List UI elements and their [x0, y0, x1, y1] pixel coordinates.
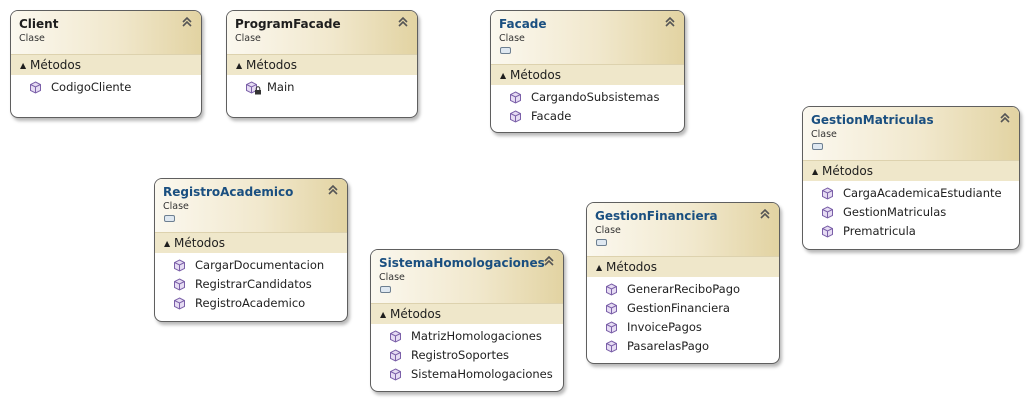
method-cube-icon	[390, 349, 401, 362]
abstract-class-icon	[380, 286, 391, 293]
method-cube-icon	[246, 81, 257, 94]
class-name: ProgramFacade	[235, 17, 341, 31]
class-box-facade[interactable]: Facade Clase ▲Métodos CargandoSubsistema…	[490, 10, 685, 133]
triangle-down-icon: ▲	[812, 167, 819, 176]
class-stereotype: Clase	[499, 33, 525, 44]
method-item[interactable]: InvoicePagos	[587, 318, 779, 337]
method-item[interactable]: CargandoSubsistemas	[491, 88, 684, 107]
method-cube-icon	[174, 278, 185, 291]
class-name: GestionMatriculas	[811, 113, 934, 127]
class-header: GestionMatriculas Clase	[803, 107, 1019, 160]
class-header: Facade Clase	[491, 11, 684, 64]
abstract-class-icon	[164, 215, 175, 222]
method-item[interactable]: CargaAcademicaEstudiante	[803, 184, 1019, 203]
double-chevron-up-icon[interactable]	[327, 184, 339, 196]
method-item[interactable]: Facade	[491, 107, 684, 126]
method-item[interactable]: MatrizHomologaciones	[371, 327, 563, 346]
method-item[interactable]: RegistroSoportes	[371, 346, 563, 365]
triangle-down-icon: ▲	[164, 239, 171, 248]
method-cube-icon	[510, 110, 521, 123]
method-item[interactable]: Prematricula	[803, 222, 1019, 241]
methods-list: Main	[227, 75, 417, 101]
class-box-programfacade[interactable]: ProgramFacade Clase ▲Métodos Main	[226, 10, 418, 118]
method-item[interactable]: RegistrarCandidatos	[155, 275, 347, 294]
class-stereotype: Clase	[811, 129, 837, 140]
double-chevron-up-icon[interactable]	[543, 255, 555, 267]
class-box-gestionfinanciera[interactable]: GestionFinanciera Clase ▲Métodos Generar…	[586, 202, 780, 364]
lock-icon	[255, 86, 261, 95]
method-item[interactable]: RegistroAcademico	[155, 294, 347, 313]
method-item[interactable]: Main	[227, 78, 417, 97]
double-chevron-up-icon[interactable]	[664, 16, 676, 28]
method-item[interactable]: SistemaHomologaciones	[371, 365, 563, 384]
method-cube-icon	[606, 340, 617, 353]
class-box-gestionmatriculas[interactable]: GestionMatriculas Clase ▲Métodos CargaAc…	[802, 106, 1020, 250]
method-cube-icon	[606, 321, 617, 334]
double-chevron-up-icon[interactable]	[759, 208, 771, 220]
class-box-sistemahomologaciones[interactable]: SistemaHomologaciones Clase ▲Métodos Mat…	[370, 249, 564, 392]
triangle-down-icon: ▲	[20, 61, 27, 70]
method-cube-icon	[174, 259, 185, 272]
methods-list: CargaAcademicaEstudiante GestionMatricul…	[803, 181, 1019, 245]
section-methods[interactable]: ▲Métodos	[803, 160, 1019, 181]
section-methods[interactable]: ▲Métodos	[11, 54, 201, 75]
section-methods[interactable]: ▲Métodos	[155, 232, 347, 253]
method-item[interactable]: GenerarReciboPago	[587, 280, 779, 299]
method-cube-icon	[822, 187, 833, 200]
abstract-class-icon	[812, 143, 823, 150]
class-stereotype: Clase	[595, 225, 621, 236]
method-cube-icon	[606, 302, 617, 315]
method-cube-icon	[606, 283, 617, 296]
class-header: SistemaHomologaciones Clase	[371, 250, 563, 303]
triangle-down-icon: ▲	[236, 61, 243, 70]
method-cube-icon	[30, 81, 41, 94]
abstract-class-icon	[500, 47, 511, 54]
methods-list: GenerarReciboPago GestionFinanciera Invo…	[587, 277, 779, 360]
class-header: RegistroAcademico Clase	[155, 179, 347, 232]
section-methods[interactable]: ▲Métodos	[371, 303, 563, 324]
methods-list: CargandoSubsistemas Facade	[491, 85, 684, 130]
class-stereotype: Clase	[19, 33, 45, 44]
class-name: GestionFinanciera	[595, 209, 718, 223]
section-methods[interactable]: ▲Métodos	[491, 64, 684, 85]
class-stereotype: Clase	[379, 272, 405, 283]
method-cube-icon	[174, 297, 185, 310]
triangle-down-icon: ▲	[380, 310, 387, 319]
triangle-down-icon: ▲	[596, 263, 603, 272]
method-item[interactable]: GestionFinanciera	[587, 299, 779, 318]
method-cube-icon	[822, 206, 833, 219]
methods-list: MatrizHomologaciones RegistroSoportes Si…	[371, 324, 563, 388]
class-header: GestionFinanciera Clase	[587, 203, 779, 256]
class-box-client[interactable]: Client Clase ▲Métodos CodigoCliente	[10, 10, 202, 118]
method-item[interactable]: GestionMatriculas	[803, 203, 1019, 222]
method-item[interactable]: CodigoCliente	[11, 78, 201, 97]
methods-list: CodigoCliente	[11, 75, 201, 101]
section-methods[interactable]: ▲Métodos	[227, 54, 417, 75]
double-chevron-up-icon[interactable]	[397, 16, 409, 28]
class-name: RegistroAcademico	[163, 185, 294, 199]
triangle-down-icon: ▲	[500, 71, 507, 80]
double-chevron-up-icon[interactable]	[999, 112, 1011, 124]
class-name: Facade	[499, 17, 547, 31]
class-name: Client	[19, 17, 59, 31]
class-name: SistemaHomologaciones	[379, 256, 545, 270]
class-header: Client Clase	[11, 11, 201, 54]
method-item[interactable]: PasarelasPago	[587, 337, 779, 356]
section-methods[interactable]: ▲Métodos	[587, 256, 779, 277]
class-box-registroacademico[interactable]: RegistroAcademico Clase ▲Métodos CargarD…	[154, 178, 348, 322]
abstract-class-icon	[596, 239, 607, 246]
methods-list: CargarDocumentacion RegistrarCandidatos …	[155, 253, 347, 317]
class-stereotype: Clase	[235, 33, 261, 44]
method-cube-icon	[510, 91, 521, 104]
method-cube-icon	[390, 368, 401, 381]
method-cube-icon	[390, 330, 401, 343]
class-stereotype: Clase	[163, 201, 189, 212]
method-item[interactable]: CargarDocumentacion	[155, 256, 347, 275]
class-header: ProgramFacade Clase	[227, 11, 417, 54]
double-chevron-up-icon[interactable]	[181, 16, 193, 28]
method-cube-icon	[822, 225, 833, 238]
